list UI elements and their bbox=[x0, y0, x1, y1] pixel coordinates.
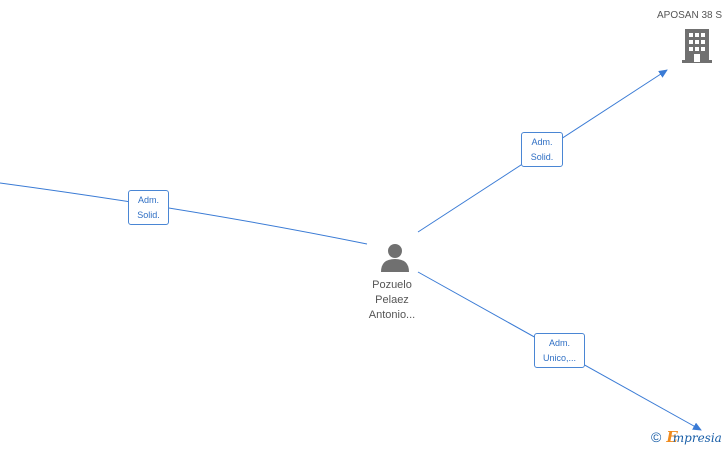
edge-label-line: Unico,... bbox=[542, 353, 576, 363]
edge-label-line: Solid. bbox=[530, 152, 554, 162]
edge-label-line: Adm. bbox=[531, 137, 553, 147]
brand-logo-text: mpresia bbox=[672, 431, 722, 445]
person-name-line: Antonio... bbox=[368, 309, 416, 321]
person-icon[interactable] bbox=[379, 243, 411, 273]
footer-branding: © Empresia bbox=[651, 428, 722, 446]
edge-label-line: Adm. bbox=[548, 338, 570, 348]
edge-label-bottom: Adm. Unico,... bbox=[534, 333, 585, 368]
copyright-icon: © bbox=[651, 429, 662, 445]
company-node-name[interactable]: APOSAN 38 S bbox=[657, 10, 723, 21]
edge-label-company: Adm. Solid. bbox=[521, 132, 563, 167]
brand-logo-e: E bbox=[666, 428, 678, 446]
edge-label-line: Adm. bbox=[137, 195, 159, 205]
brand-logo: Empresia bbox=[666, 428, 722, 446]
edge-left-to-person bbox=[0, 182, 368, 245]
edge-label-left: Adm. Solid. bbox=[128, 190, 169, 225]
building-icon[interactable] bbox=[681, 28, 713, 64]
edge-label-line: Solid. bbox=[137, 210, 160, 220]
person-node-name[interactable]: Pozuelo Pelaez Antonio... bbox=[352, 278, 432, 323]
person-name-line: Pozuelo bbox=[372, 279, 412, 291]
person-name-line: Pelaez bbox=[375, 294, 409, 306]
